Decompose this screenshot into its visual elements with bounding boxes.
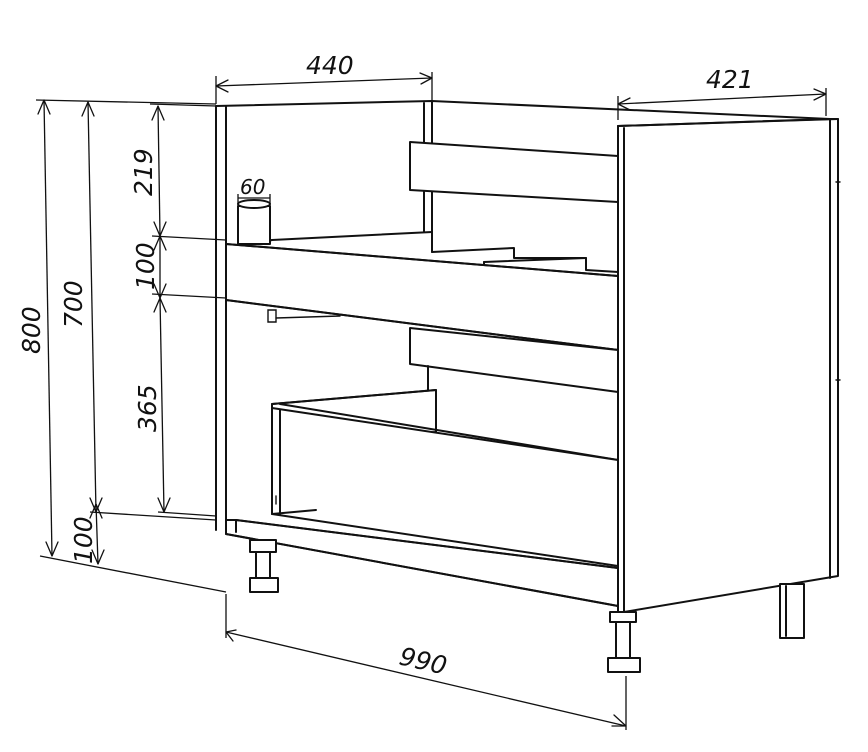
dim-990: 990 [225,594,627,730]
dim-700: 700 [59,101,217,521]
dim-60: 60 [237,175,271,204]
leg-back-right [779,583,805,639]
pipe [237,199,271,245]
cabinet-body [215,100,841,613]
dim-label-440: 440 [306,51,354,80]
dim-440: 440 [215,51,433,104]
dim-label-60: 60 [240,175,265,199]
dim-label-100-drawer: 100 [131,242,160,290]
dim-label-990: 990 [397,642,450,681]
dim-label-700: 700 [59,280,88,328]
legs [249,539,805,673]
leg-front-right [607,611,641,673]
dim-label-421: 421 [706,65,754,94]
dim-100-plinth: 100 [69,503,105,565]
dim-label-100-plinth: 100 [69,516,98,564]
leg-front-left [249,539,279,593]
dim-100-drawer: 100 [131,235,227,299]
lower-drawer [271,389,619,567]
dim-label-219: 219 [129,148,158,196]
middle-rail [409,327,619,393]
dim-365: 365 [133,297,217,517]
dim-label-365: 365 [133,384,162,432]
dim-800: 800 [17,99,227,593]
top-rail [409,141,619,203]
dim-421: 421 [617,65,827,120]
dim-label-800: 800 [17,306,46,354]
dim-219: 219 [129,103,217,237]
